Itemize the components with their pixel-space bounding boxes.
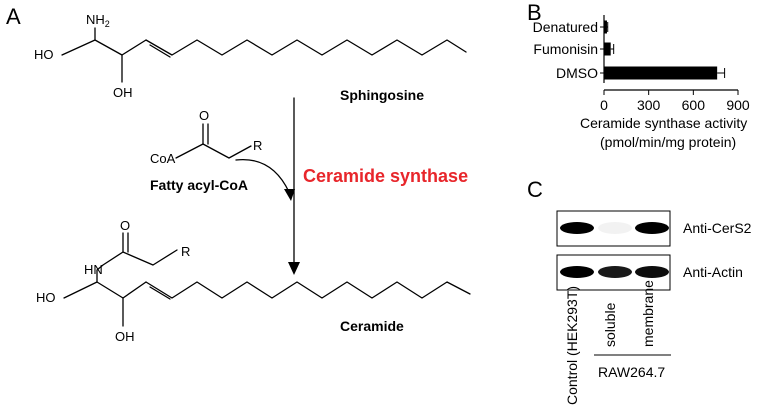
curved-arrowhead (284, 189, 295, 201)
lane-label-control: Control (HEK293T) (564, 285, 580, 405)
band-cers2 (635, 222, 669, 234)
raw-group-label: RAW264.7 (598, 364, 666, 380)
blot-row-label-cers2: Anti-CerS2 (683, 220, 752, 236)
double-bond-1 (149, 44, 171, 58)
acyl-o: O (199, 108, 210, 123)
ceramide-r: R (181, 244, 191, 259)
chart-x-label-units: (pmol/min/mg protein) (600, 134, 737, 150)
reaction-arrowhead (288, 262, 300, 275)
sphingosine-ho: HO (34, 47, 54, 62)
chart-x-tick-label: 600 (682, 97, 706, 113)
band-actin (635, 266, 669, 278)
panel-label-c: C (527, 177, 543, 202)
lane-label-soluble: soluble (602, 302, 618, 347)
chart-category-label: Denatured (533, 19, 598, 35)
acyl-r: R (253, 138, 263, 153)
band-cers2 (560, 222, 594, 234)
ceramide-tail (145, 281, 471, 299)
ceramide-oh: OH (115, 329, 135, 344)
chart-bar (604, 42, 611, 56)
panel-label-a: A (6, 4, 21, 29)
sphingosine-nh2: NH2 (86, 12, 110, 29)
double-bond-2 (149, 286, 171, 300)
ceramide-ho: HO (36, 290, 56, 305)
band-cers2 (598, 222, 632, 234)
ceramide-o: O (120, 218, 131, 233)
sphingosine-backbone (61, 39, 147, 56)
ceramide-hn: HN (84, 262, 103, 277)
blot-row-label-actin: Anti-Actin (683, 264, 743, 280)
ceramide-name: Ceramide (340, 318, 404, 334)
acyl-backbone (175, 143, 252, 159)
sphingosine-tail (145, 39, 467, 56)
chart-bar (604, 20, 607, 34)
sphingosine-oh: OH (113, 85, 133, 100)
panel-label-b: B (527, 0, 542, 25)
chart-category-label: DMSO (556, 65, 598, 81)
acyl-name: Fatty acyl-CoA (150, 177, 249, 193)
amide-chain (96, 249, 178, 283)
chart-x-tick-label: 300 (637, 97, 661, 113)
band-actin (598, 266, 632, 278)
lane-label-membrane: membrane (640, 280, 656, 347)
chart-x-tick-label: 0 (600, 97, 608, 113)
sphingosine-name: Sphingosine (340, 87, 424, 103)
enzyme-label: Ceramide synthase (303, 166, 469, 186)
chart-x-label: Ceramide synthase activity (580, 115, 748, 131)
curved-arrow (235, 158, 290, 193)
chart-bar (604, 66, 718, 80)
chart-category-label: Fumonisin (533, 41, 598, 57)
band-actin (560, 266, 594, 278)
ceramide-backbone (63, 281, 147, 299)
acyl-coa: CoA (150, 151, 176, 166)
chart-x-tick-label: 900 (726, 97, 750, 113)
